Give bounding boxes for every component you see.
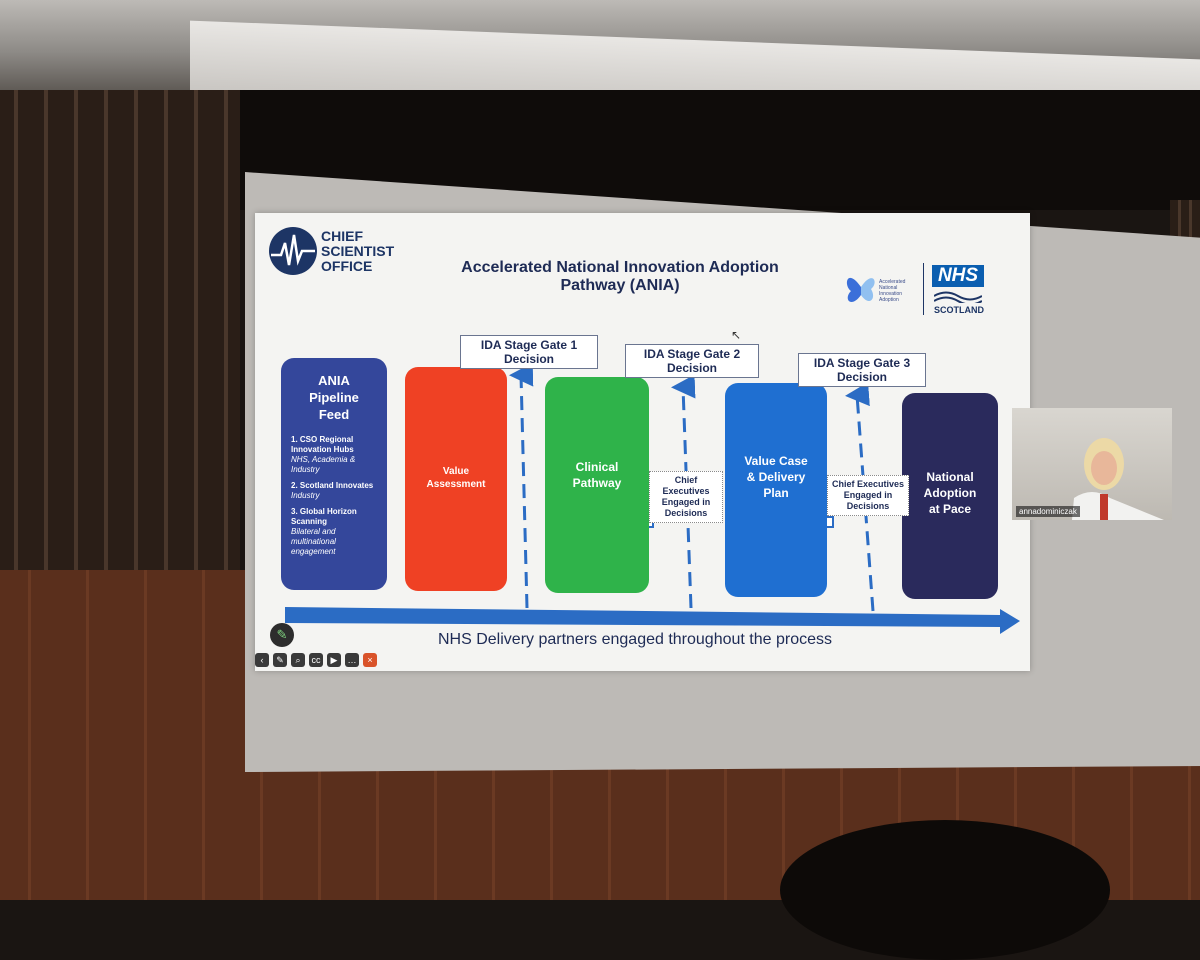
- pipeline-item-detail: Industry: [291, 491, 320, 500]
- footer-caption: NHS Delivery partners engaged throughout…: [438, 631, 832, 648]
- captions-icon[interactable]: cc: [309, 653, 323, 667]
- gate-1-label: IDA Stage Gate 1 Decision: [460, 335, 598, 369]
- stage-value-case: Value Case & Delivery Plan: [725, 383, 827, 597]
- wave-icon: [934, 291, 982, 303]
- ania-logo-text: Accelerated National Innovation Adoption: [879, 279, 906, 303]
- pipeline-item-head: 2. Scotland Innovates: [291, 481, 374, 490]
- acoustic-wall-left: [0, 90, 240, 590]
- stage-national-adoption: National Adoption at Pace: [902, 393, 998, 599]
- speaker-name-tag: annadominiczak: [1016, 506, 1080, 517]
- stage-value-assessment: Value Assessment: [405, 367, 507, 591]
- cso-logo-icon: [269, 227, 317, 275]
- pipeline-item-head: 1. CSO Regional Innovation Hubs: [291, 435, 354, 454]
- pen-icon[interactable]: ✎: [273, 653, 287, 667]
- gate-1-arrow: [509, 362, 534, 609]
- search-icon[interactable]: ⌕: [291, 653, 305, 667]
- more-icon[interactable]: …: [345, 653, 359, 667]
- audience-head-silhouette: [780, 820, 1110, 960]
- process-timeline-arrow: [285, 607, 1020, 634]
- camera-icon[interactable]: ▶: [327, 653, 341, 667]
- pipeline-item-detail: NHS, Academia & Industry: [291, 455, 356, 474]
- exit-icon[interactable]: ×: [363, 653, 377, 667]
- nhs-logo-mark: NHS: [932, 265, 984, 287]
- mouse-cursor-icon: ↖: [731, 328, 742, 342]
- gate-2-label: IDA Stage Gate 2 Decision: [625, 344, 759, 378]
- pipeline-item-head: 3. Global Horizon Scanning: [291, 507, 357, 526]
- nhs-scotland-label: SCOTLAND: [934, 305, 984, 315]
- back-icon[interactable]: ‹: [255, 653, 269, 667]
- speaker-figure: [1072, 438, 1164, 520]
- butterfly-logo-icon: [846, 277, 875, 303]
- chief-exec-note-2: Chief Executives Engaged in Decisions: [827, 475, 909, 516]
- presenter-toolbar: ‹ ✎ ⌕ cc ▶ … ×: [255, 653, 377, 671]
- cso-wordmark: CHIEF SCIENTIST OFFICE: [321, 228, 395, 274]
- chief-exec-note-1: Chief Executives Engaged in Decisions: [649, 471, 723, 523]
- pen-tool-button[interactable]: ✎: [270, 623, 294, 647]
- slide-title: Accelerated National Innovation Adoption…: [461, 259, 779, 294]
- speaker-video-thumbnail[interactable]: annadominiczak: [1012, 408, 1172, 520]
- nhs-scotland-logo: NHS SCOTLAND: [923, 263, 986, 315]
- gate-3-arrow: [845, 382, 875, 612]
- pipeline-item-detail: Bilateral and multinational engagement: [291, 527, 336, 556]
- presentation-slide: CHIEF SCIENTIST OFFICE Accelerated Natio…: [255, 213, 1030, 671]
- gate-3-label: IDA Stage Gate 3 Decision: [798, 353, 926, 387]
- stage-pipeline-feed: ANIA Pipeline Feed 1. CSO Regional Innov…: [281, 358, 387, 590]
- stage-clinical-pathway: Clinical Pathway: [545, 377, 649, 593]
